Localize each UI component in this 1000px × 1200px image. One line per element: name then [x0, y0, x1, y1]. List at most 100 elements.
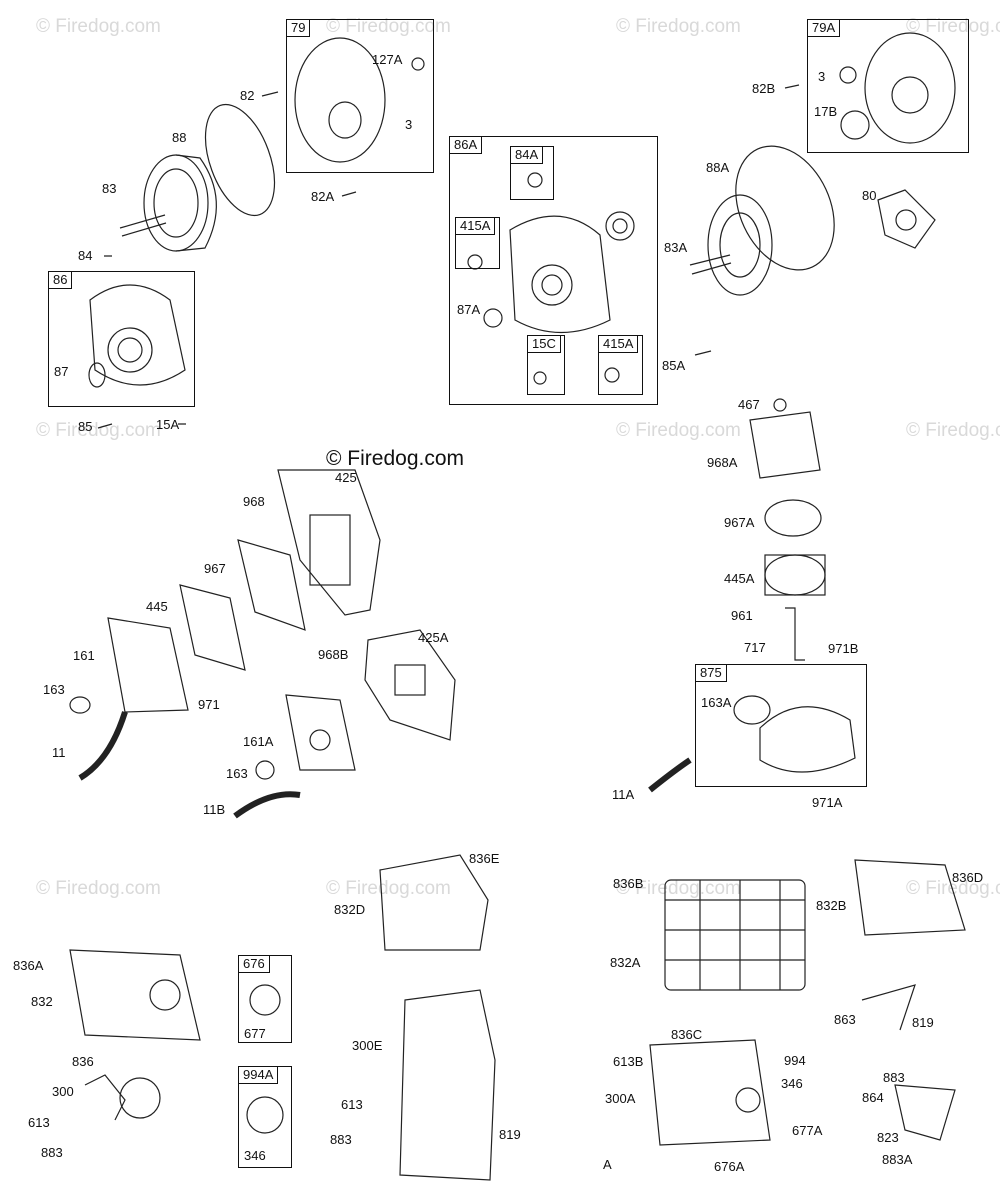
- part-863-bracket: [861, 984, 916, 1031]
- part-label: 863: [834, 1012, 856, 1027]
- part-label: 613: [341, 1097, 363, 1112]
- box-79A-tag: 79A: [808, 20, 841, 37]
- part-label: 832D: [334, 902, 366, 917]
- part-label: 864: [862, 1090, 884, 1105]
- part-label: 836D: [952, 870, 984, 885]
- part-label: 883A: [882, 1152, 913, 1167]
- part-label: 967A: [724, 515, 755, 530]
- part-80-flange: [877, 189, 936, 249]
- part-832D-guard: [379, 854, 489, 951]
- box-415A-1: 415A: [455, 217, 500, 269]
- part-label: 883: [883, 1070, 905, 1085]
- part-label: 346: [781, 1076, 803, 1091]
- part-300A-muffler: [649, 1039, 771, 1146]
- part-85A-bolt: [694, 350, 712, 356]
- part-label: 11: [52, 745, 66, 760]
- part-label: 85: [78, 419, 93, 434]
- box-415A-2: 415A: [598, 335, 643, 395]
- part-label: 425A: [418, 630, 449, 645]
- watermark: © Firedog.com: [326, 878, 451, 899]
- part-label: 425: [335, 470, 357, 485]
- box-676: 676: [238, 955, 292, 1043]
- part-994A-shield: [246, 1096, 284, 1134]
- part-832B-guard: [854, 859, 966, 936]
- part-445-prefilter: [179, 584, 246, 671]
- part-label: 836B: [613, 876, 644, 891]
- part-label: 677A: [792, 1123, 823, 1138]
- part-label: 84: [78, 248, 93, 263]
- part-label: 832B: [816, 898, 847, 913]
- part-label: 161: [73, 648, 95, 663]
- part-label: 823: [877, 1130, 899, 1145]
- box-875-tag: 875: [696, 665, 727, 682]
- part-label: 836: [72, 1054, 94, 1069]
- box-415A-tag: 415A: [599, 336, 639, 353]
- part-label: 82: [240, 88, 255, 103]
- part-label: 445: [146, 599, 168, 614]
- part-86A-case: [467, 172, 635, 385]
- box-86: 86: [48, 271, 195, 407]
- part-11B-hose: [233, 791, 301, 819]
- part-161A-base: [285, 694, 356, 771]
- part-label: 87A: [457, 302, 481, 317]
- part-label: 994: [784, 1053, 806, 1068]
- part-88-gasket: [204, 103, 276, 217]
- part-label: 163A: [701, 695, 732, 710]
- part-label: 467: [738, 397, 760, 412]
- part-label: 88A: [706, 160, 730, 175]
- part-label: 967: [204, 561, 226, 576]
- part-label: 883: [41, 1145, 63, 1160]
- part-676-shield: [249, 984, 281, 1016]
- part-11-hose: [78, 711, 128, 781]
- box-79-tag: 79: [287, 20, 311, 37]
- watermark: © Firedog.com: [36, 878, 161, 899]
- part-label: 819: [499, 1127, 521, 1142]
- part-161-base: [107, 617, 189, 713]
- box-676-tag: 676: [239, 956, 270, 973]
- part-label: 80: [862, 188, 877, 203]
- part-label: 15A: [156, 417, 180, 432]
- part-label: 836A: [13, 958, 44, 973]
- part-967-filter: [237, 539, 306, 631]
- part-968B-cover: [364, 629, 456, 741]
- part-300-elbow: [84, 1074, 161, 1121]
- part-79A-housing: [784, 32, 956, 144]
- part-88A-gasket: [735, 145, 835, 271]
- watermark: © Firedog.com: [36, 420, 161, 441]
- box-875: 875: [695, 664, 867, 787]
- part-label: 11A: [612, 787, 635, 802]
- box-84A-tag: 84A: [511, 147, 544, 164]
- watermark: © Firedog.com: [616, 420, 741, 441]
- box-994A-tag: 994A: [239, 1067, 279, 1084]
- part-label: 3: [818, 69, 826, 84]
- watermark-main: © Firedog.com: [326, 447, 465, 470]
- part-label: 346: [244, 1148, 266, 1163]
- part-label: 83A: [664, 240, 688, 255]
- part-label: 677: [244, 1026, 266, 1041]
- part-label: 961: [731, 608, 753, 623]
- box-79: 79: [286, 19, 434, 173]
- part-label: 971: [198, 697, 220, 712]
- box-86-tag: 86: [49, 272, 73, 289]
- part-label: 87: [54, 364, 69, 379]
- box-86A-tag: 86A: [450, 137, 483, 154]
- part-864-deflector: [894, 1084, 956, 1141]
- part-label: 88: [172, 130, 187, 145]
- part-968A-cover: [749, 398, 821, 479]
- box-415A-tag: 415A: [456, 218, 496, 235]
- part-label: 17B: [814, 104, 838, 119]
- part-label: 836C: [671, 1027, 703, 1042]
- box-15C: 15C: [527, 335, 565, 395]
- part-label: 613B: [613, 1054, 644, 1069]
- part-label: 717: [744, 640, 766, 655]
- part-79-housing: [294, 37, 425, 163]
- part-label: 11B: [203, 802, 226, 817]
- part-label: 161A: [243, 734, 274, 749]
- part-83-drum: [119, 154, 217, 252]
- part-label: 445A: [724, 571, 755, 586]
- part-label: 968B: [318, 647, 349, 662]
- part-300E-muffler: [399, 989, 496, 1181]
- watermark: © Firedog.com: [616, 878, 741, 899]
- part-label: 832: [31, 994, 53, 1009]
